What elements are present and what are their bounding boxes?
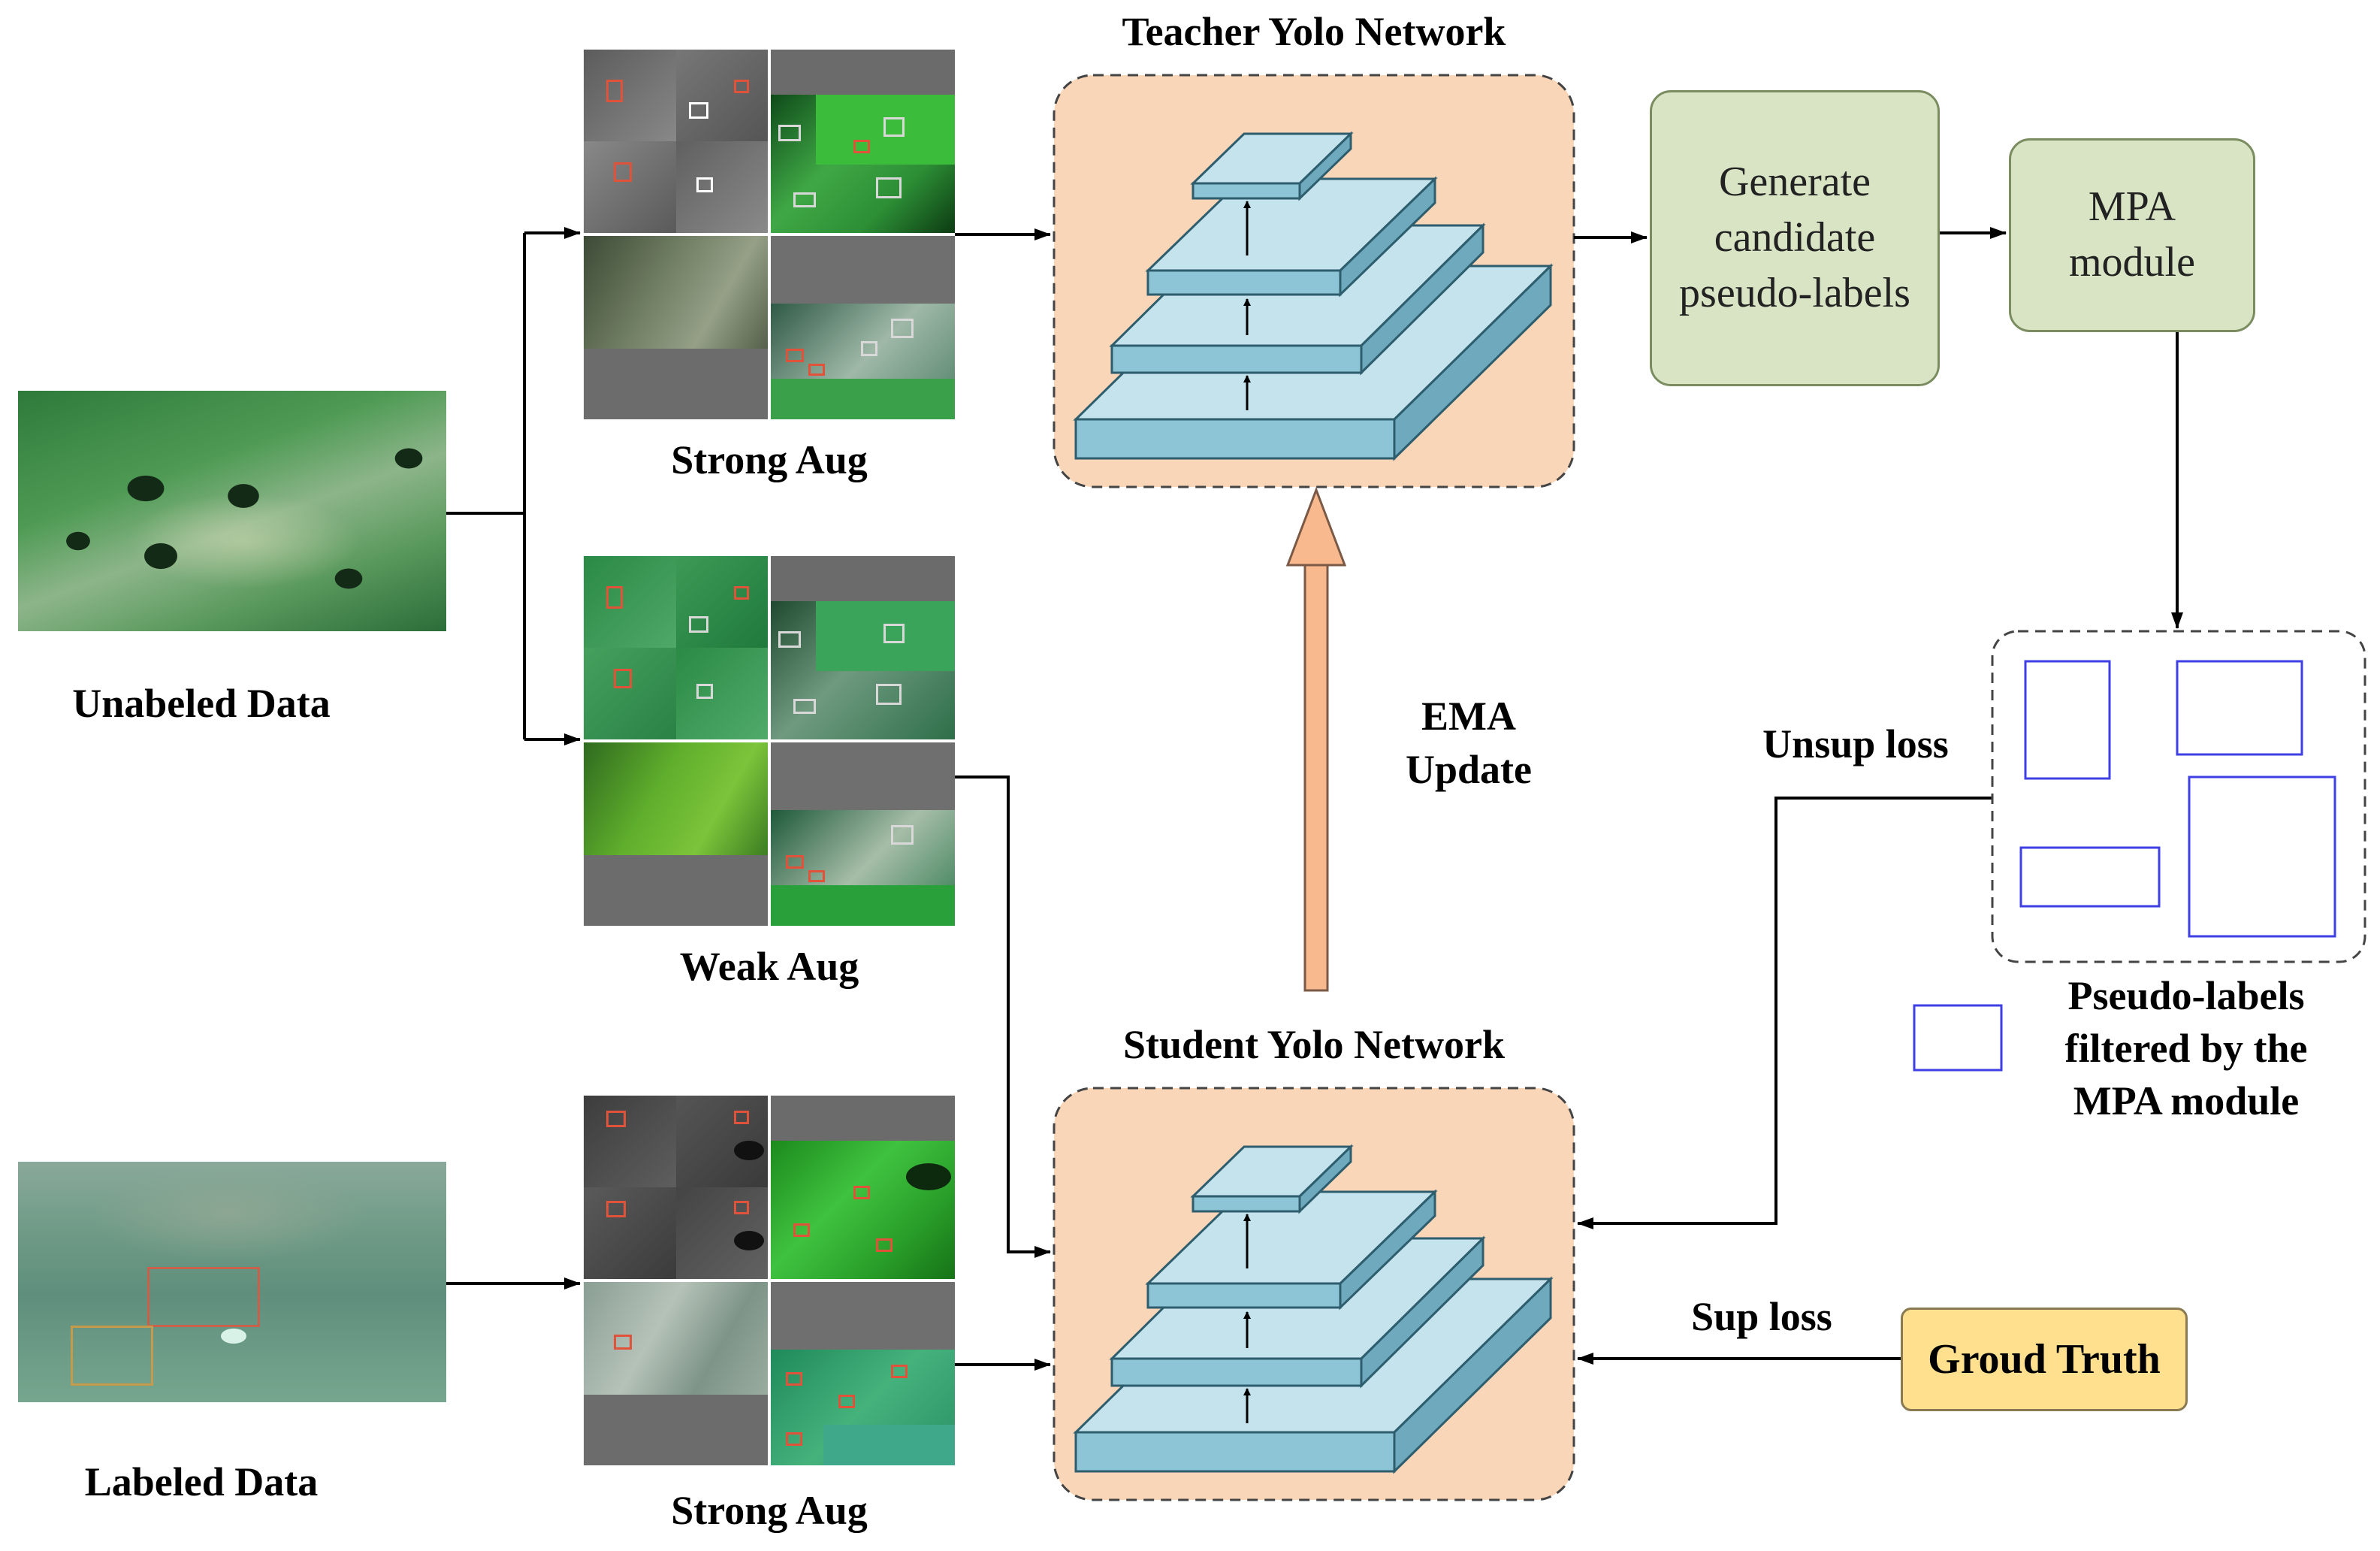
label-box xyxy=(147,1267,260,1327)
teacher-network-title: Teacher Yolo Network xyxy=(1122,9,1506,54)
aug-tile xyxy=(584,1282,768,1465)
aug-tile xyxy=(584,236,768,419)
aug-tile xyxy=(584,556,768,739)
strong-aug-bottom-grid xyxy=(584,1096,955,1465)
aug-tile xyxy=(584,50,768,233)
unlabeled-data-label: Unabeled Data xyxy=(72,681,331,726)
ema-line2: Update xyxy=(1405,747,1532,793)
ema-update-label: EMA Update xyxy=(1367,690,1570,797)
weak-aug-label: Weak Aug xyxy=(679,944,859,989)
generate-line3: pseudo-labels xyxy=(1679,269,1910,316)
unsup-loss-label: Unsup loss xyxy=(1762,721,1949,766)
student-pyramid xyxy=(1073,1144,1554,1474)
weak-aug-grid xyxy=(584,556,955,926)
ground-truth-label: Groud Truth xyxy=(1928,1336,2161,1383)
generate-line2: candidate xyxy=(1714,214,1876,262)
unsup-loss-connector xyxy=(1577,797,1992,1229)
pseudo-caption-line2: filtered by the xyxy=(2064,1026,2308,1072)
generate-line1: Generate xyxy=(1718,159,1871,206)
ground-truth-box: Groud Truth xyxy=(1901,1308,2188,1411)
sup-loss-label: Sup loss xyxy=(1691,1294,1832,1339)
generate-pseudo-labels-box: Generate candidate pseudo-labels xyxy=(1650,90,1940,386)
ema-update-arrow xyxy=(1285,486,1347,992)
labeled-data-label: Labeled Data xyxy=(84,1459,319,1504)
pseudo-caption-line3: MPA module xyxy=(2073,1078,2300,1124)
aug-tile xyxy=(771,1282,955,1465)
teacher-pyramid xyxy=(1073,131,1554,461)
unlabeled-image xyxy=(18,391,446,631)
pseudo-label-boxes xyxy=(2019,660,2336,938)
mpa-line1: MPA xyxy=(2088,183,2176,231)
strong-aug-top-grid xyxy=(584,50,955,419)
unlabeled-connector xyxy=(446,227,581,745)
aug-tile xyxy=(584,742,768,926)
labeled-image xyxy=(18,1162,446,1402)
weak-aug-connector xyxy=(955,776,1051,1258)
strong-aug-top-label: Strong Aug xyxy=(671,437,868,482)
aug-tile xyxy=(771,742,955,926)
aug-tile xyxy=(771,50,955,233)
aug-tile xyxy=(584,1096,768,1279)
pseudo-labels-panel xyxy=(1991,630,2366,963)
label-box xyxy=(71,1326,153,1386)
mpa-module-box: MPA module xyxy=(2009,138,2255,332)
fish-shape xyxy=(221,1329,246,1344)
student-network-title: Student Yolo Network xyxy=(1122,1022,1506,1067)
strong-aug-bottom-label: Strong Aug xyxy=(671,1488,868,1533)
pseudo-caption-line1: Pseudo-labels xyxy=(2067,973,2305,1018)
pseudo-label-legend-box xyxy=(1913,1004,2003,1072)
aug-tile xyxy=(771,236,955,419)
aug-tile xyxy=(771,556,955,739)
pseudo-labels-caption: Pseudo-labels filtered by the MPA module xyxy=(1998,969,2374,1128)
ema-line1: EMA xyxy=(1421,694,1516,739)
aug-tile xyxy=(771,1096,955,1279)
mpa-line2: module xyxy=(2069,239,2195,286)
